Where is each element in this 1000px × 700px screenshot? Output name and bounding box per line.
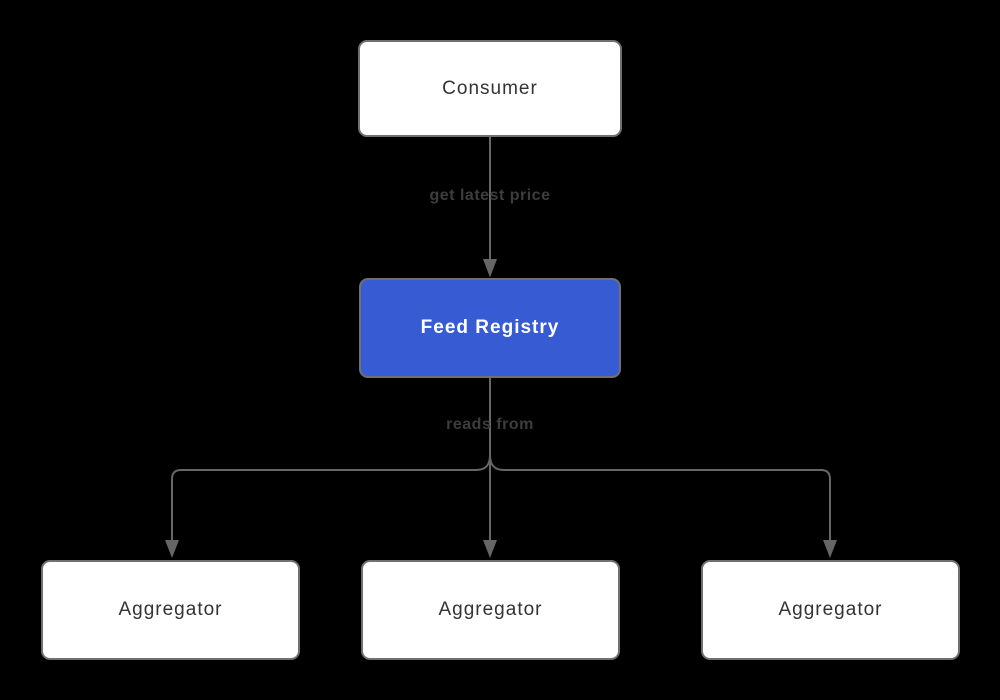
arrowhead-registry [483,259,497,278]
node-consumer: Consumer [358,40,622,137]
node-feed-registry-label: Feed Registry [420,317,560,338]
arrowhead-aggregator-1 [165,540,179,558]
node-feed-registry: Feed Registry [359,278,621,378]
node-aggregator-3: Aggregator [701,560,960,660]
node-aggregator-1: Aggregator [41,560,300,660]
node-aggregator-2-label: Aggregator [438,599,543,620]
arrowhead-aggregator-2 [483,540,497,558]
node-aggregator-2: Aggregator [361,560,620,660]
edge-label-reads-from: reads from [446,416,534,433]
node-aggregator-1-label: Aggregator [118,599,223,620]
node-consumer-label: Consumer [442,77,538,99]
edge-registry-to-aggregator-3 [489,454,831,540]
arrowhead-aggregator-3 [823,540,837,558]
node-aggregator-3-label: Aggregator [778,599,883,620]
edge-registry-to-aggregator-1 [171,454,491,540]
edge-label-get-latest-price: get latest price [429,187,551,204]
